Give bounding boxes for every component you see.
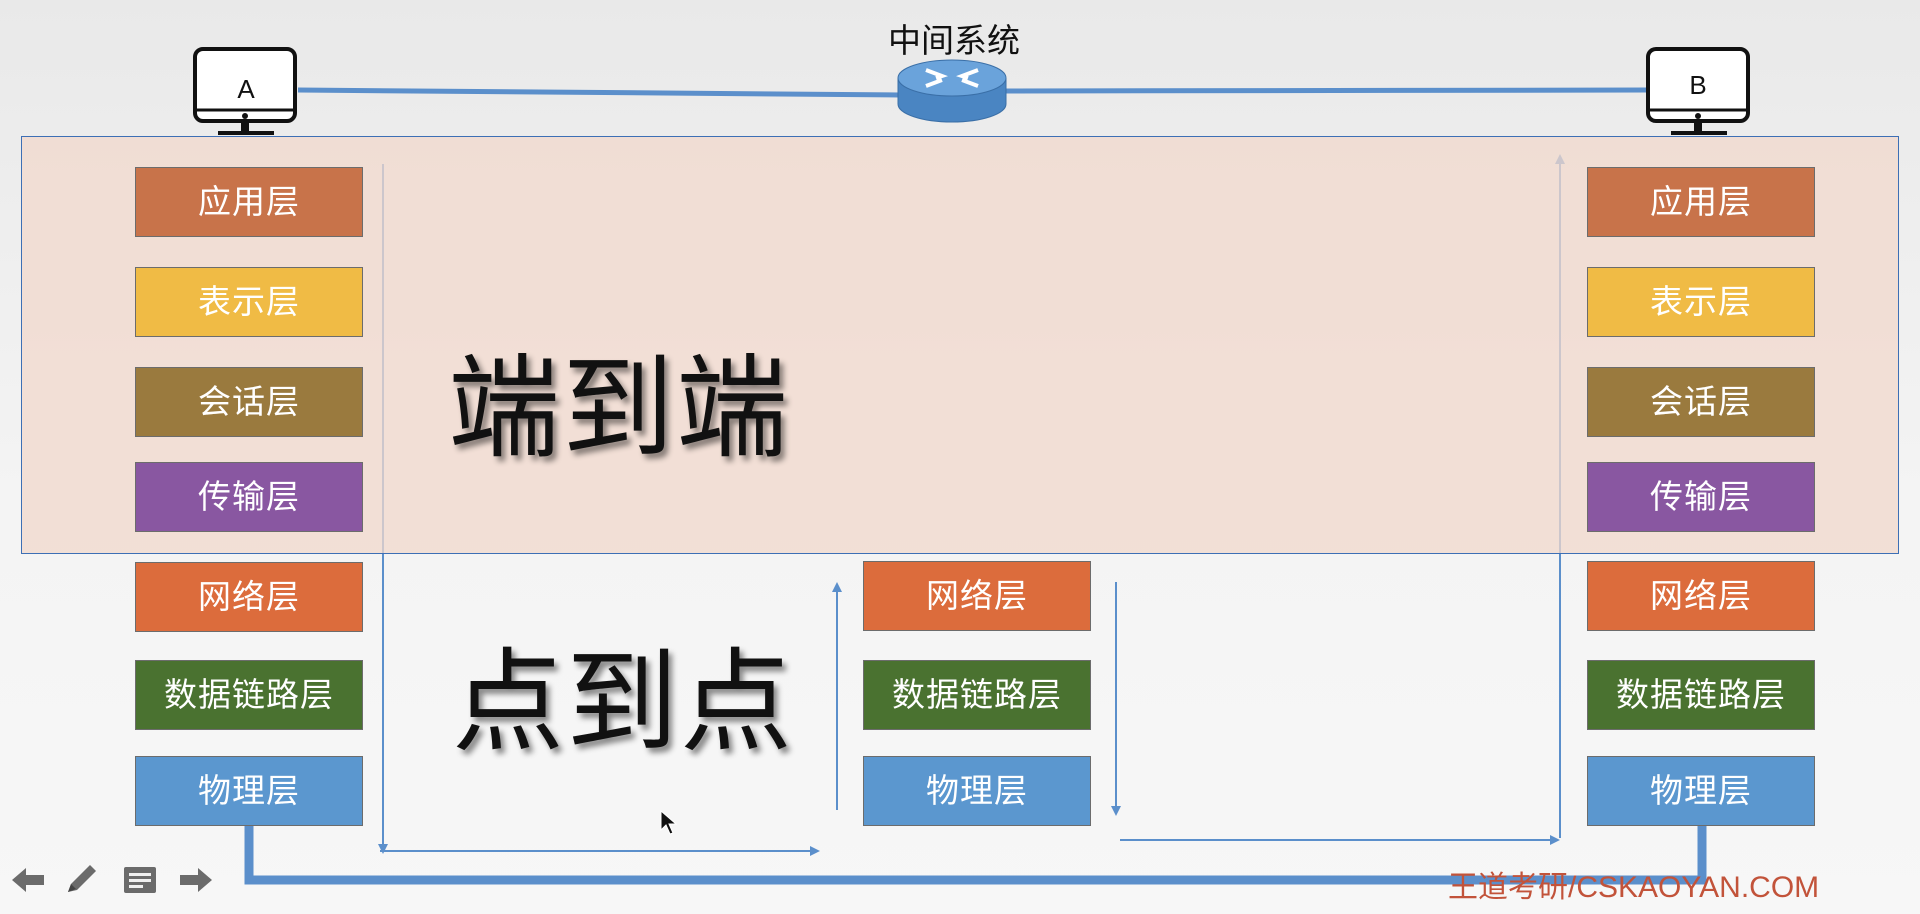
computer-a-icon (193, 47, 297, 135)
link-a-router (297, 87, 901, 98)
right-transport-layer: 传输层 (1587, 462, 1815, 532)
arrow-left-right-head (810, 846, 820, 856)
notes-icon[interactable] (120, 862, 160, 898)
right-network-layer: 网络层 (1587, 561, 1815, 631)
host-b-label: B (1689, 70, 1707, 100)
router-title: 中间系统 (888, 21, 1020, 60)
right-presentation-layer: 表示层 (1587, 267, 1815, 337)
watermark: 王道考研/CSKAOYAN.COM (1448, 871, 1820, 904)
host-a-label: A (237, 74, 255, 104)
forward-arrow-icon[interactable] (176, 862, 216, 898)
middle-datalink-layer: 数据链路层 (863, 660, 1091, 730)
right-physical-layer: 物理层 (1587, 756, 1815, 826)
arrow-left-down-head (378, 844, 388, 854)
left-transport-layer: 传输层 (135, 462, 363, 532)
left-datalink-layer: 数据链路层 (135, 660, 363, 730)
computer-b-icon (1646, 47, 1750, 135)
middle-network-layer: 网络层 (863, 561, 1091, 631)
arrow-mid-down-head (1111, 806, 1121, 816)
left-session-layer: 会话层 (135, 367, 363, 437)
router-icon (897, 59, 1007, 123)
left-presentation-layer: 表示层 (135, 267, 363, 337)
left-physical-layer: 物理层 (135, 756, 363, 826)
arrow-right-right-head (1550, 835, 1560, 845)
left-application-layer: 应用层 (135, 167, 363, 237)
link-router-b (1005, 87, 1649, 94)
right-datalink-layer: 数据链路层 (1587, 660, 1815, 730)
right-session-layer: 会话层 (1587, 367, 1815, 437)
point-to-point-label: 点到点 (452, 638, 794, 768)
middle-physical-layer: 物理层 (863, 756, 1091, 826)
end-to-end-label: 端到端 (448, 344, 790, 474)
physical-link (244, 826, 1707, 885)
back-arrow-icon[interactable] (8, 862, 48, 898)
mouse-cursor-icon (660, 810, 678, 835)
arrow-mid-up-head (832, 582, 842, 592)
left-network-layer: 网络层 (135, 562, 363, 632)
pen-icon[interactable] (62, 862, 102, 898)
right-application-layer: 应用层 (1587, 167, 1815, 237)
